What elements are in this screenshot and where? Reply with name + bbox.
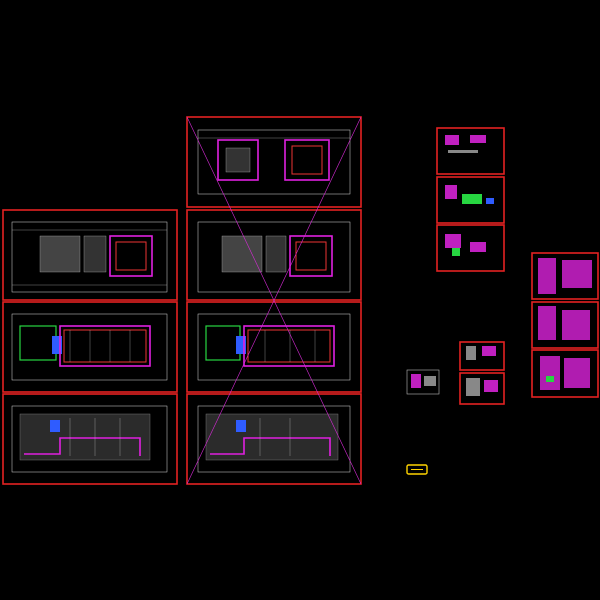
detail-sheet-a1[interactable]	[436, 127, 505, 175]
sheet-frame-centre-1[interactable]	[186, 116, 362, 208]
sheet-frame-centre-4[interactable]	[186, 393, 362, 485]
detail-sheets-stack-c	[459, 341, 505, 405]
detail-sheet-b3[interactable]	[531, 349, 599, 398]
site-plan-centre-4	[197, 405, 351, 473]
detail-sheets-stack-b	[531, 252, 599, 398]
detail-sheets-stack-a	[436, 127, 505, 272]
detail-sheet-single	[406, 369, 440, 395]
site-plan-centre-3	[197, 313, 351, 381]
detail-sheet-b1[interactable]	[531, 252, 599, 300]
sheet-frame-left-bottom[interactable]	[2, 393, 178, 485]
yellow-title-badge[interactable]	[406, 464, 428, 475]
centre-sheet-column	[186, 116, 362, 485]
left-sheet-column	[2, 209, 178, 485]
site-plan-left-bottom	[11, 405, 168, 473]
site-plan-centre-1	[197, 129, 351, 195]
sheet-frame-centre-3[interactable]	[186, 301, 362, 393]
site-plan-left-top	[11, 221, 168, 293]
sheet-frame-left-middle[interactable]	[2, 301, 178, 393]
detail-sheet-c1[interactable]	[459, 341, 505, 371]
sheet-frame-left-top[interactable]	[2, 209, 178, 301]
detail-sheet-c2[interactable]	[459, 372, 505, 405]
small-detail-sheet[interactable]	[406, 369, 440, 395]
detail-sheet-a3[interactable]	[436, 224, 505, 272]
detail-sheet-a2[interactable]	[436, 176, 505, 224]
detail-sheet-b2[interactable]	[531, 301, 599, 349]
site-plan-centre-2	[197, 221, 351, 293]
site-plan-left-middle	[11, 313, 168, 381]
cross-out-lines	[186, 116, 362, 485]
